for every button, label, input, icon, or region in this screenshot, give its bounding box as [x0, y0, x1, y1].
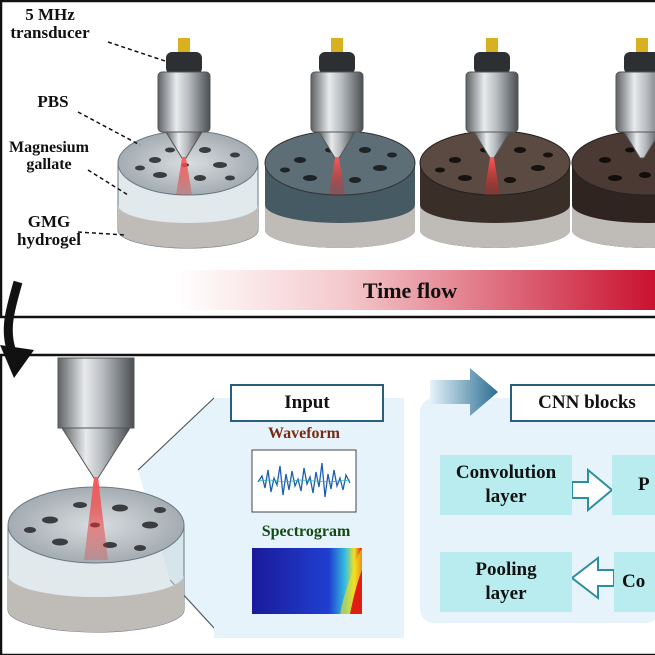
gmg-hydrogel-label: GMG hydrogel	[17, 212, 81, 249]
waveform-label: Waveform	[268, 425, 340, 442]
cnn-arrow-left	[570, 555, 615, 601]
bottom-right-partial-cell: Co	[614, 552, 655, 612]
projection-line-top	[137, 397, 215, 471]
magnesium-gallate-label: Magnesium gallate	[9, 139, 89, 173]
cnn-title-box: CNN blocks	[510, 384, 655, 422]
transducer-2	[310, 38, 364, 195]
spectrogram-plot	[252, 548, 362, 614]
waveform-plot	[251, 449, 357, 513]
curved-arrow	[3, 280, 23, 354]
leader-lines	[77, 41, 169, 236]
top-panel-border	[0, 0, 655, 319]
pooling-layer-cell: Pooling layer	[440, 552, 572, 612]
convolution-layer-cell: Convolution layer	[440, 455, 572, 515]
transducer-3	[465, 38, 519, 195]
curved-arrow-head	[0, 345, 34, 378]
cnn-arrow	[430, 368, 498, 416]
time-flow-label: Time flow	[362, 278, 458, 303]
dish-3	[419, 130, 571, 248]
time-flow-bar	[178, 270, 655, 310]
bottom-panel-border	[0, 353, 655, 655]
transducer-4	[615, 38, 655, 159]
top-right-partial-cell: P	[612, 455, 655, 515]
large-dish	[7, 478, 185, 633]
cnn-arrow-right	[571, 467, 614, 513]
pbs-label: PBS	[37, 92, 69, 111]
dish-2	[264, 130, 416, 248]
transducer-label: 5 MHz transducer	[10, 5, 90, 42]
spectrogram-label: Spectrogram	[261, 523, 351, 540]
input-title-box: Input	[230, 384, 384, 422]
transducer-1	[157, 38, 211, 195]
dish-4	[571, 130, 655, 248]
